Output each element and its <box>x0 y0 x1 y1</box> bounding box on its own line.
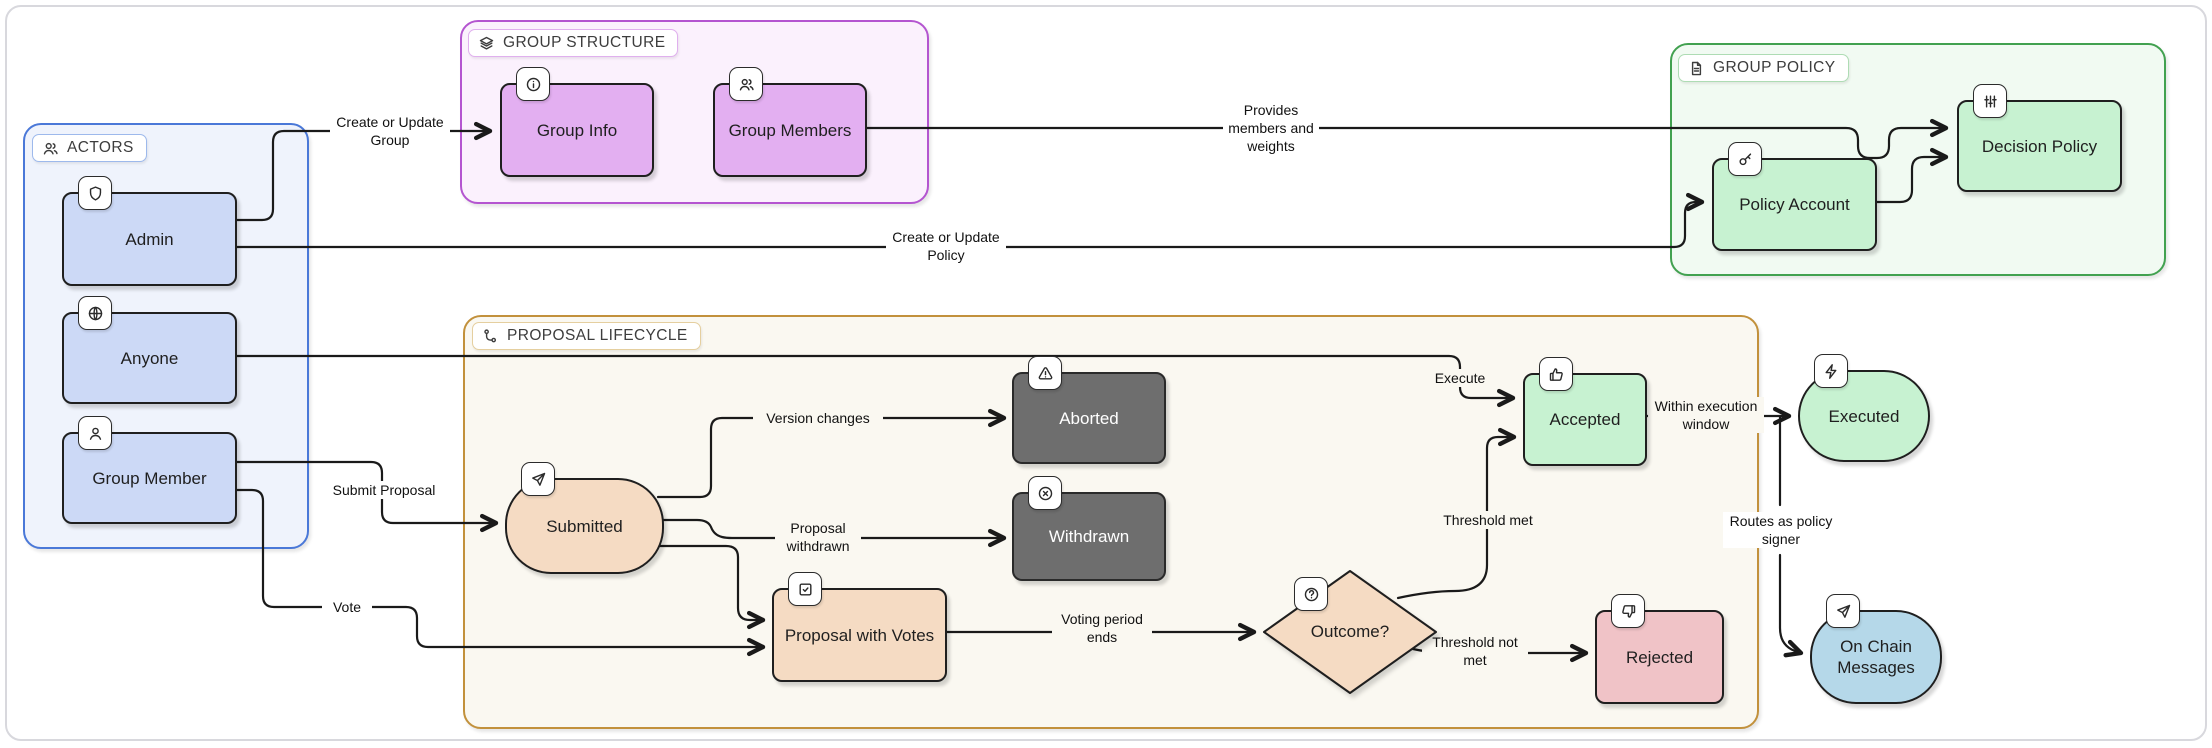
help-circle-icon <box>1294 577 1328 611</box>
edge-label-proposal-withdrawn: Proposal withdrawn <box>775 519 861 555</box>
x-circle-icon <box>1028 476 1062 510</box>
send-icon <box>1826 594 1860 628</box>
node-label: Anyone <box>120 348 179 368</box>
edge-label-vote: Vote <box>322 598 372 616</box>
thumbs-up-icon <box>1539 357 1573 391</box>
node-label: Accepted <box>1549 410 1621 429</box>
node-label: Proposal with Votes <box>784 625 935 645</box>
node-outcome[interactable]: Outcome? <box>1262 569 1438 695</box>
send-icon <box>521 462 555 496</box>
node-label: Aborted <box>1059 408 1119 428</box>
node-on-chain-messages[interactable]: On Chain Messages <box>1810 594 1942 704</box>
node-withdrawn[interactable]: Withdrawn <box>1012 476 1166 581</box>
sliders-icon <box>1973 84 2007 118</box>
node-decision-policy[interactable]: Decision Policy <box>1957 84 2122 192</box>
node-label: Withdrawn <box>1048 527 1130 546</box>
edge-label-within-execution-window: Within execution window <box>1648 397 1764 433</box>
edge-label-version-changes: Version changes <box>753 409 883 427</box>
node-label: Policy Account <box>1739 195 1850 214</box>
node-label: On Chain Messages <box>1837 637 1915 677</box>
node-label: Submitted <box>546 516 623 536</box>
node-rejected[interactable]: Rejected <box>1595 594 1724 704</box>
node-label: Group Member <box>92 468 207 488</box>
edge-label-voting-period-ends: Voting period ends <box>1052 610 1152 646</box>
node-submitted[interactable]: Submitted <box>505 462 664 574</box>
container-label-text: ACTORS <box>67 139 134 156</box>
node-label: Executed <box>1828 406 1900 426</box>
node-label: Rejected <box>1625 647 1694 667</box>
layers-icon <box>479 36 494 50</box>
edge-label-create-group: Create or Update Group <box>330 113 450 149</box>
node-anyone[interactable]: Anyone <box>62 296 237 404</box>
file-icon <box>1691 61 1702 75</box>
proposal-lifecycle-container-label: PROPOSAL LIFECYCLE <box>472 322 701 350</box>
node-group-members[interactable]: Group Members <box>713 67 867 177</box>
actors-container-label: ACTORS <box>32 134 147 162</box>
workflow-icon <box>484 328 497 342</box>
edge-label-threshold-met: Threshold met <box>1435 511 1541 529</box>
key-icon <box>1728 142 1762 176</box>
node-label: Decision Policy <box>1981 136 2098 156</box>
node-proposal-with-votes[interactable]: Proposal with Votes <box>772 572 947 682</box>
zap-icon <box>1814 354 1848 388</box>
globe-icon <box>78 296 112 330</box>
alert-triangle-icon <box>1028 356 1062 390</box>
node-label: Group Members <box>728 120 852 140</box>
node-policy-account[interactable]: Policy Account <box>1712 142 1877 251</box>
container-label-text: PROPOSAL LIFECYCLE <box>507 327 688 344</box>
shield-icon <box>78 176 112 210</box>
node-aborted[interactable]: Aborted <box>1012 356 1166 464</box>
node-label: Outcome? <box>1310 622 1390 641</box>
users-icon <box>729 67 763 101</box>
edge-label-routes-as-policy-signer: Routes as policy signer <box>1723 512 1839 548</box>
container-label-text: GROUP POLICY <box>1713 59 1836 76</box>
edge-label-submit-proposal: Submit Proposal <box>319 481 449 499</box>
users-icon <box>43 142 58 155</box>
node-accepted[interactable]: Accepted <box>1523 357 1647 466</box>
group-policy-container-label: GROUP POLICY <box>1678 54 1849 82</box>
node-label: Group Info <box>536 120 618 140</box>
check-square-icon <box>788 572 822 606</box>
info-icon <box>516 67 550 101</box>
node-group-member[interactable]: Group Member <box>62 416 237 524</box>
node-admin[interactable]: Admin <box>62 176 237 286</box>
group-structure-container-label: GROUP STRUCTURE <box>468 29 679 57</box>
node-executed[interactable]: Executed <box>1798 354 1930 462</box>
edge-label-provides-members: Provides members and weights <box>1223 101 1319 155</box>
container-label-text: GROUP STRUCTURE <box>503 34 666 51</box>
thumbs-down-icon <box>1611 594 1645 628</box>
node-group-info[interactable]: Group Info <box>500 67 654 177</box>
node-label: Admin <box>125 229 174 249</box>
edge-label-execute: Execute <box>1425 369 1495 387</box>
user-icon <box>78 416 112 450</box>
edge-label-create-policy: Create or Update Policy <box>886 228 1006 264</box>
